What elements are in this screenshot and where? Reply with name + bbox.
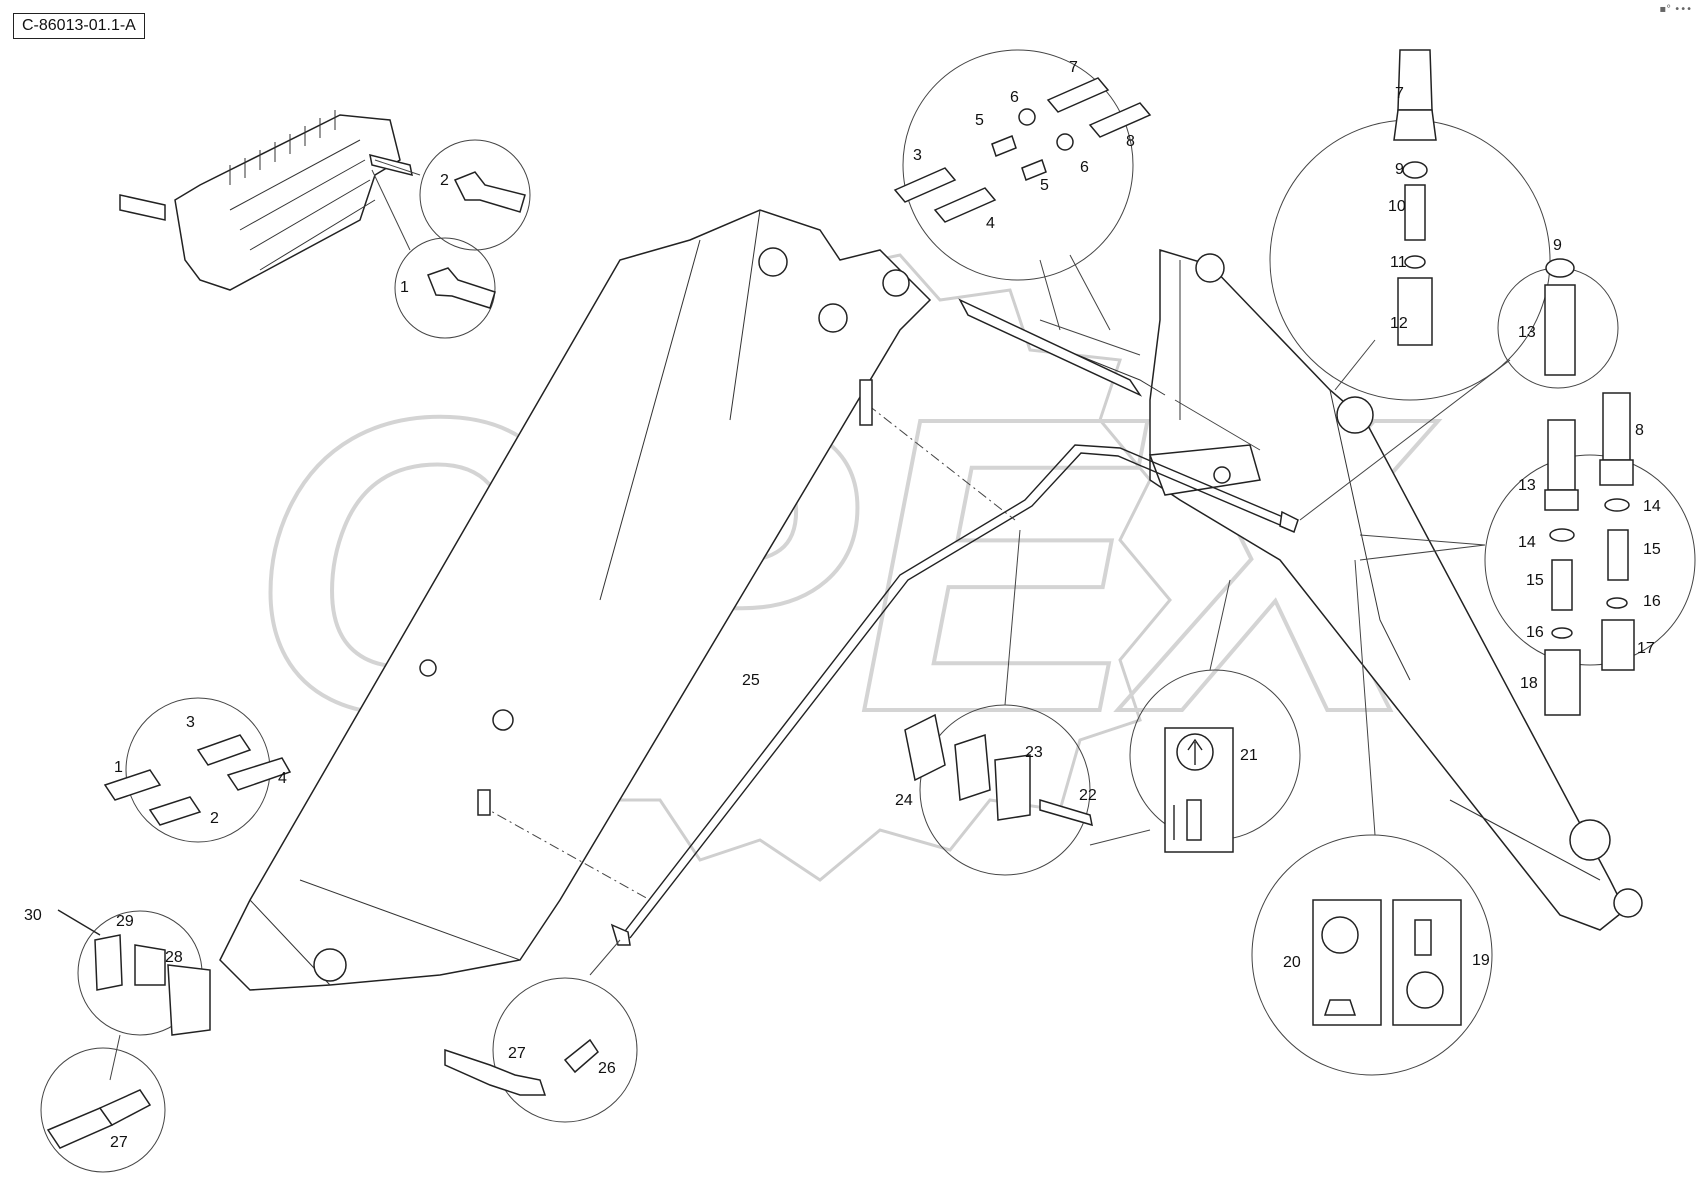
leader-lines — [477, 319, 1261, 901]
control-valve — [119, 110, 413, 291]
callout-11: 11 — [1390, 254, 1407, 271]
callout-23: 23 — [1025, 744, 1043, 761]
callout-circle-9-12 — [1269, 49, 1551, 401]
callout-3-left: 3 — [186, 714, 195, 731]
callout-circle-22-24 — [904, 529, 1093, 876]
callout-circle-3-8 — [893, 49, 1152, 331]
callout-circle-19-20 — [1251, 559, 1493, 1076]
drawing-code-label: C-86013-01.1-A — [13, 13, 145, 39]
pipe-25 — [610, 444, 1299, 946]
callout-28: 28 — [165, 949, 183, 966]
callout-27: 27 — [508, 1045, 526, 1062]
callout-9b: 9 — [1553, 237, 1562, 254]
corner-mark: ▪° ••• — [1659, 4, 1692, 15]
callout-29: 29 — [116, 913, 134, 930]
callout-circle-21 — [1089, 579, 1301, 853]
callout-9a: 9 — [1395, 161, 1404, 178]
callout-26: 26 — [598, 1060, 616, 1077]
callout-21: 21 — [1240, 747, 1258, 764]
callout-circle-27-bottom — [40, 1047, 166, 1173]
callout-circle-26-27 — [444, 939, 638, 1123]
callout-14b: 14 — [1643, 498, 1661, 515]
callout-circle-13-18 — [1359, 392, 1696, 716]
callout-20: 20 — [1283, 954, 1301, 971]
callout-circle-1 — [371, 169, 496, 339]
callout-27-bottom: 27 — [110, 1134, 128, 1151]
callout-13b: 13 — [1518, 477, 1536, 494]
callout-14a: 14 — [1518, 534, 1536, 551]
callout-circle-13 — [1299, 258, 1619, 521]
callout-18: 18 — [1520, 675, 1538, 692]
callout-16a: 16 — [1526, 624, 1544, 641]
callout-6b: 6 — [1080, 159, 1089, 176]
callout-2: 2 — [440, 172, 449, 189]
callout-30: 30 — [24, 907, 42, 924]
callout-10: 10 — [1388, 198, 1406, 215]
callout-25: 25 — [742, 672, 760, 689]
callout-2-left: 2 — [210, 810, 219, 827]
callout-7a: 7 — [1069, 59, 1078, 76]
stick-arm — [1148, 248, 1643, 931]
callout-circle-2 — [374, 139, 531, 251]
callout-3: 3 — [913, 147, 922, 164]
callout-8b: 8 — [1635, 422, 1644, 439]
callout-labels: 2 1 3 4 5 5 6 6 7 8 7 9 10 11 12 9 13 13… — [24, 59, 1661, 1151]
callout-5a: 5 — [975, 112, 984, 129]
cross-member — [958, 298, 1166, 397]
callout-8a: 8 — [1126, 133, 1135, 150]
boom-arm — [219, 209, 932, 991]
callout-12: 12 — [1390, 315, 1408, 332]
callout-7b: 7 — [1395, 85, 1404, 102]
callout-13a: 13 — [1518, 324, 1536, 341]
callout-circle-1-4-left — [103, 697, 292, 843]
callout-15a: 15 — [1526, 572, 1544, 589]
callout-4: 4 — [986, 215, 995, 232]
callout-16b: 16 — [1643, 593, 1661, 610]
callout-5b: 5 — [1040, 177, 1049, 194]
callout-15b: 15 — [1643, 541, 1661, 558]
callout-6a: 6 — [1010, 89, 1019, 106]
callout-17: 17 — [1637, 640, 1655, 657]
callout-4-left: 4 — [278, 770, 287, 787]
callout-1: 1 — [400, 279, 409, 296]
callout-circle-28-30 — [57, 909, 211, 1081]
callout-19: 19 — [1472, 952, 1490, 969]
callout-24: 24 — [895, 792, 913, 809]
callout-22: 22 — [1079, 787, 1097, 804]
callout-1-left: 1 — [114, 759, 123, 776]
